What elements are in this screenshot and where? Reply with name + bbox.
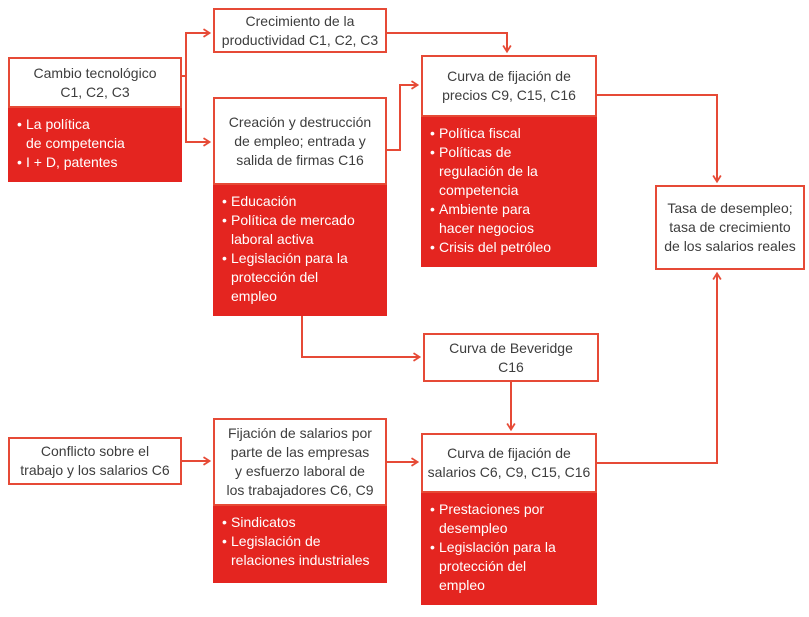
bullet-item: Política fiscal: [430, 124, 593, 143]
box-title: Curva de fijación de salarios C6, C9, C1…: [421, 433, 597, 493]
bullet-item: Sindicatos: [222, 513, 383, 532]
bullet-item: Legislación para la protección del emple…: [222, 249, 383, 306]
bullet-item: Crisis del petróleo: [430, 238, 593, 257]
box-curva-fijacion-salarios: Curva de fijación de salarios C6, C9, C1…: [421, 433, 597, 605]
box-fijacion-salarios-empresas: Fijación de salarios por parte de las em…: [213, 418, 387, 583]
bullet-item: Educación: [222, 192, 383, 211]
bullet-item: Prestaciones por desempleo: [430, 500, 593, 538]
bullet-item: Legislación de relaciones industriales: [222, 532, 383, 570]
connector-crecimiento-to-precios: [387, 32, 512, 54]
box-bullets: Prestaciones por desempleo Legislación p…: [421, 493, 597, 605]
box-title: Creación y destrucción de empleo; entrad…: [213, 97, 387, 185]
connector-creacion-to-precios: [387, 80, 420, 151]
connector-salarios-to-tasa: [597, 271, 722, 464]
box-tasa-desempleo: Tasa de desempleo; tasa de crecimiento d…: [655, 185, 805, 270]
box-conflicto-trabajo-salarios: Conflicto sobre el trabajo y los salario…: [8, 437, 182, 485]
connector-precios-to-tasa: [597, 94, 722, 184]
box-title: Curva de Beveridge C16: [423, 333, 599, 382]
box-crecimiento-productividad: Crecimiento de la productividad C1, C2, …: [213, 8, 387, 53]
box-title: Tasa de desempleo; tasa de crecimiento d…: [655, 185, 805, 270]
bullet-item: Legislación para la protección del emple…: [430, 538, 593, 595]
connector-creacion-to-beveridge: [301, 315, 422, 362]
box-bullets: Educación Política de mercado laboral ac…: [213, 185, 387, 316]
bullet-item: Ambiente para hacer negocios: [430, 200, 593, 238]
box-creacion-destruccion-empleo: Creación y destrucción de empleo; entrad…: [213, 97, 387, 316]
bullet-item: I + D, patentes: [17, 153, 178, 172]
bullet-item: Política de mercado laboral activa: [222, 211, 383, 249]
bullet-item: La política de competencia: [17, 115, 178, 153]
bullet-item: Políticas de regulación de la competenci…: [430, 143, 593, 200]
box-bullets: La política de competencia I + D, patent…: [8, 108, 182, 182]
box-title: Curva de fijación de precios C9, C15, C1…: [421, 55, 597, 117]
box-curva-beveridge: Curva de Beveridge C16: [423, 333, 599, 382]
box-title: Fijación de salarios por parte de las em…: [213, 418, 387, 506]
box-title: Crecimiento de la productividad C1, C2, …: [213, 8, 387, 53]
box-bullets: Política fiscal Políticas de regulación …: [421, 117, 597, 267]
connector-cambio-to-crecimiento: [185, 28, 212, 76]
connector-cambio-to-creacion: [185, 76, 212, 147]
box-cambio-tecnologico: Cambio tecnológico C1, C2, C3 La polític…: [8, 57, 182, 182]
box-title: Cambio tecnológico C1, C2, C3: [8, 57, 182, 108]
box-bullets: Sindicatos Legislación de relaciones ind…: [213, 506, 387, 583]
box-curva-fijacion-precios: Curva de fijación de precios C9, C15, C1…: [421, 55, 597, 267]
box-title: Conflicto sobre el trabajo y los salario…: [8, 437, 182, 485]
